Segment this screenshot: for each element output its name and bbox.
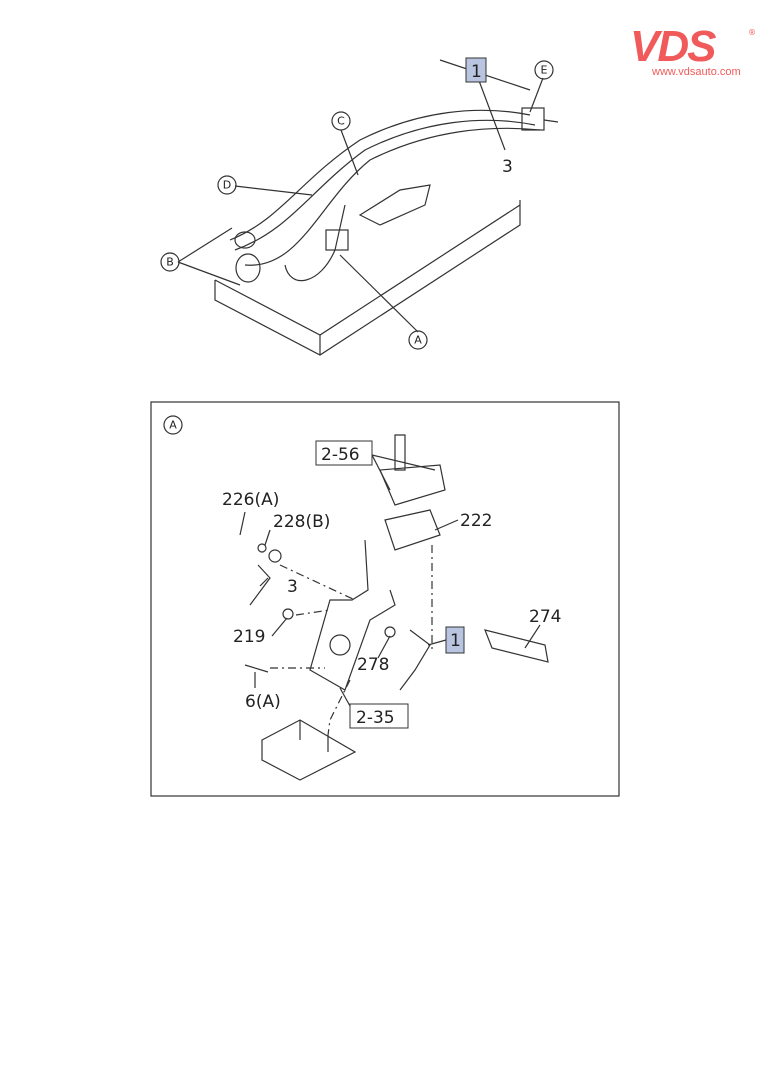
detail-a-leaders	[239, 454, 541, 707]
svg-text:D: D	[223, 179, 231, 192]
label-2-56[interactable]: 2-56	[315, 440, 373, 466]
callout-d[interactable]: D	[217, 175, 237, 195]
svg-text:E: E	[541, 64, 548, 77]
svg-text:C: C	[337, 115, 345, 128]
callout-b[interactable]: B	[160, 252, 180, 272]
svg-text:1: 1	[450, 631, 461, 651]
label-226a[interactable]: 226(A)	[222, 490, 279, 510]
svg-text:2-56: 2-56	[321, 445, 360, 465]
label-278[interactable]: 278	[357, 655, 389, 675]
logo-mark: VDS	[630, 22, 716, 71]
detail-a-drawing	[244, 434, 549, 781]
detail-a-frame	[150, 401, 620, 797]
registered-mark: ®	[748, 28, 756, 37]
label-274[interactable]: 274	[529, 607, 561, 627]
label-6a[interactable]: 6(A)	[245, 692, 281, 712]
callout-a-top[interactable]: A	[408, 330, 428, 350]
svg-text:2-35: 2-35	[356, 708, 395, 728]
label-2-35[interactable]: 2-35	[349, 703, 409, 729]
logo-url: www.vdsauto.com	[652, 66, 741, 78]
detail-a-callout: A	[163, 415, 183, 435]
svg-text:B: B	[166, 256, 174, 269]
vds-logo: VDS ® www.vdsauto.com	[630, 22, 756, 79]
label-219[interactable]: 219	[233, 627, 265, 647]
part-label-3-top[interactable]: 3	[502, 157, 513, 177]
svg-text:1: 1	[471, 62, 482, 82]
callout-e[interactable]: E	[534, 60, 554, 80]
label-228b[interactable]: 228(B)	[273, 512, 330, 532]
ref-box-1-top[interactable]: 1	[465, 57, 487, 83]
svg-text:A: A	[169, 419, 177, 432]
svg-text:A: A	[414, 334, 422, 347]
label-222[interactable]: 222	[460, 511, 492, 531]
callout-c[interactable]: C	[331, 111, 351, 131]
label-3[interactable]: 3	[287, 577, 298, 597]
ref-box-1-detail[interactable]: 1	[445, 626, 465, 654]
top-view-drawing	[214, 59, 559, 356]
top-view-leaders	[177, 77, 544, 333]
